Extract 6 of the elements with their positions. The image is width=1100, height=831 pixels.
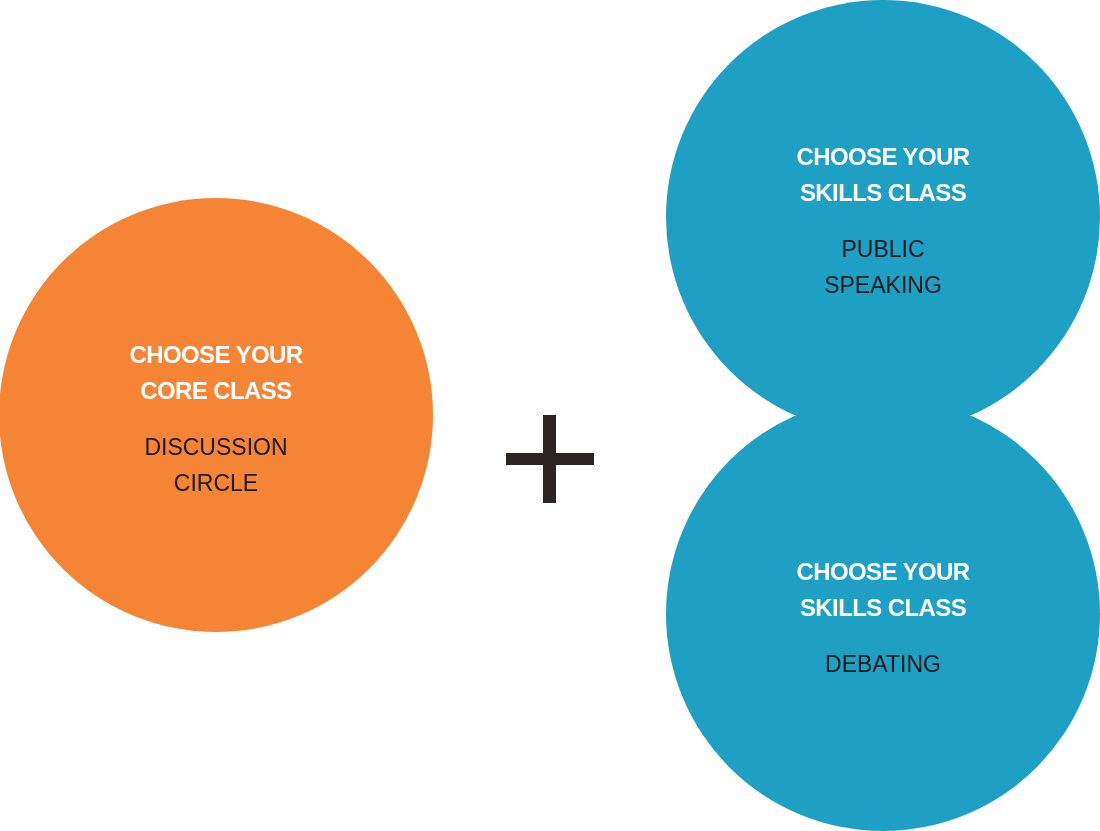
heading-text: CHOOSE YOUR CORE CLASS [128,340,304,406]
heading-text: CHOOSE YOUR SKILLS CLASS [795,557,971,623]
class-name-text: DISCUSSION CIRCLE [143,433,289,498]
heading-text: CHOOSE YOUR SKILLS CLASS [795,142,971,208]
class-name-text: PUBLIC SPEAKING [823,235,943,300]
class-name-text: DEBATING [824,650,942,679]
